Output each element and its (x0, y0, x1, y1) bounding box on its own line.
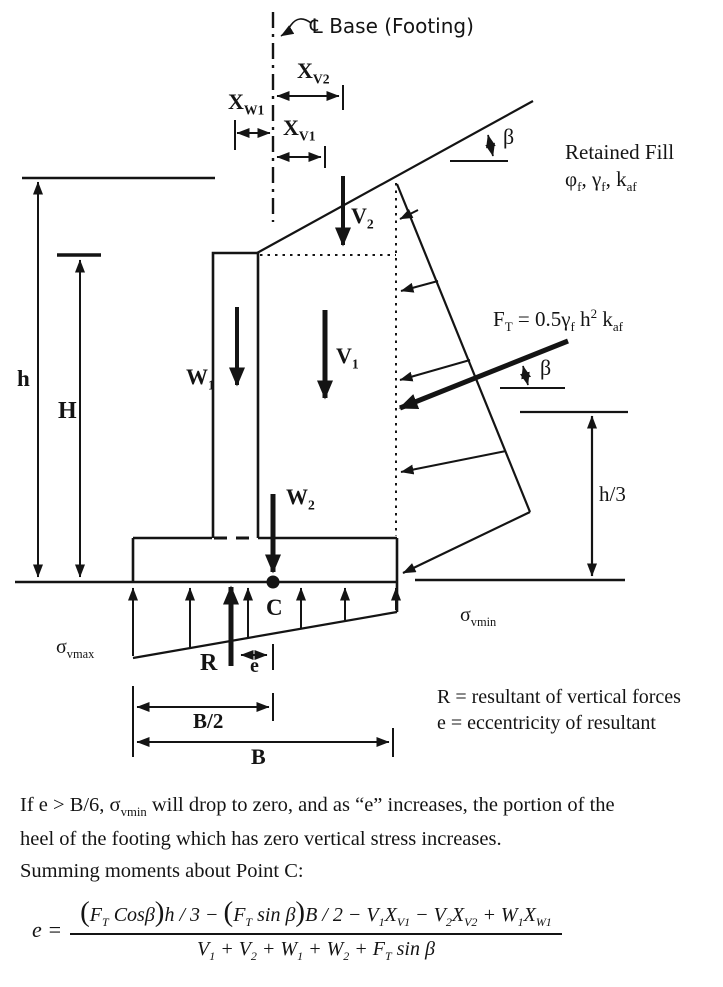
xv2-label: XV2 (297, 58, 330, 87)
pressure-envelope-bottom-arrow (402, 511, 531, 574)
point-c-dot (266, 575, 280, 589)
bearing-stress-slant-line (132, 610, 398, 660)
centerline-base-label: ℄ Base (Footing) (310, 14, 474, 39)
formula-fraction: (FT Cosβ)h / 3 − (FT sin β)B / 2 − V1XV1… (70, 896, 562, 964)
w2-label: W2 (286, 484, 315, 513)
ft-force-arrow (398, 338, 569, 411)
resultant-r-label: R (200, 650, 218, 676)
beta-top-label: β (503, 124, 515, 149)
xv1-label: XV1 (283, 115, 316, 144)
H-label: H (58, 398, 77, 424)
beta-ft-angle-arrow (519, 365, 532, 386)
centerline-leader-arrow (280, 18, 312, 37)
b-half-label: B/2 (193, 709, 224, 733)
legend-e-definition: e = eccentricity of resultant (437, 712, 656, 734)
note-paragraph: If e > B/6, σvmin will drop to zero, and… (20, 792, 715, 853)
h3-label: h/3 (599, 482, 626, 506)
h-label: h (17, 366, 30, 391)
legend-r-definition: R = resultant of vertical forces (437, 686, 681, 708)
sigma-vmax-label: σvmax (56, 636, 95, 661)
centerline-base-text: ℄ Base (Footing) (310, 14, 474, 38)
v2-label: V2 (351, 203, 374, 232)
note-paragraph-line2: heel of the footing which has zero verti… (20, 828, 502, 851)
w1-label: W1 (186, 364, 215, 393)
beta-top-angle-arrow (485, 134, 496, 157)
retained-fill-properties: φf, γf, kaf (565, 167, 637, 195)
pressure-arrow-4 (400, 450, 507, 475)
b-label: B (251, 744, 266, 769)
wall-diagram (15, 12, 628, 757)
xw1-label: XW1 (228, 89, 265, 118)
beta-ft-label: β (540, 355, 552, 380)
formula-numerator: (FT Cosβ)h / 3 − (FT sin β)B / 2 − V1XV1… (70, 896, 562, 935)
eccentricity-e-label: e (250, 655, 259, 677)
backfill-slope-line (256, 100, 534, 254)
point-c-label: C (266, 595, 283, 620)
wall-stem-outline (211, 251, 260, 538)
formula-denominator: V1 + V2 + W1 + W2 + FT sin β (196, 938, 435, 963)
retained-fill-title: Retained Fill (565, 140, 675, 164)
eccentricity-formula: e = (FT Cosβ)h / 3 − (FT sin β)B / 2 − V… (32, 896, 562, 964)
v1-label: V1 (336, 343, 359, 372)
pressure-arrow-2 (400, 280, 439, 293)
note-paragraph-line1: If e > B/6, σvmin will drop to zero, and… (20, 794, 615, 820)
pressure-arrow-1 (399, 208, 419, 220)
summing-moments-heading: Summing moments about Point C: (20, 860, 304, 882)
pressure-envelope-line (395, 183, 532, 513)
formula-lhs: e = (32, 917, 63, 942)
sigma-vmin-label: σvmin (460, 604, 497, 629)
ft-equation-label: FT = 0.5γf h2 kaf (493, 306, 623, 335)
pressure-arrow-3 (399, 359, 471, 382)
